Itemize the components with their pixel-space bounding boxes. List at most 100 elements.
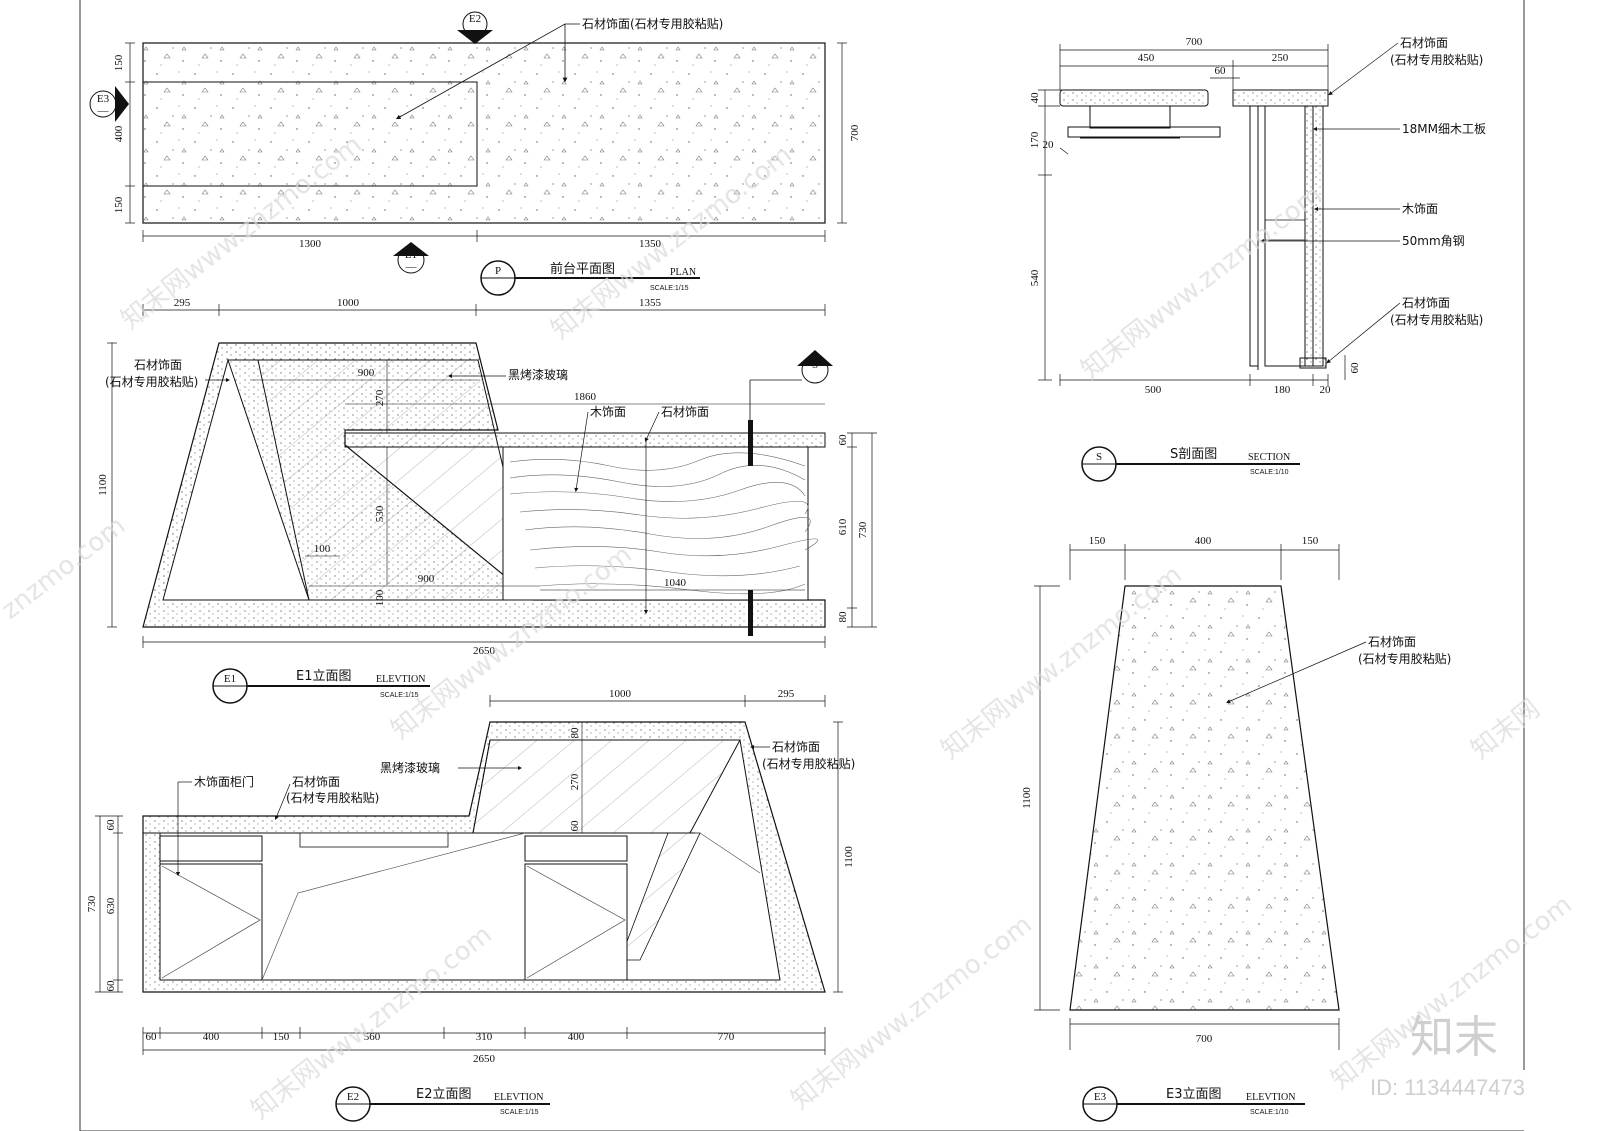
svg-text:E1: E1 (224, 673, 236, 685)
svg-text:S: S (812, 359, 818, 371)
svg-text:木饰面柜门: 木饰面柜门 (194, 774, 254, 789)
cabinet-door-left (159, 863, 263, 981)
svg-text:150: 150 (113, 54, 125, 71)
svg-text:1100: 1100 (1021, 787, 1033, 809)
svg-text:50mm角钢: 50mm角钢 (1402, 234, 1465, 248)
svg-text:PLAN: PLAN (670, 267, 696, 278)
svg-text:270: 270 (569, 773, 581, 790)
svg-text:E1立面图: E1立面图 (296, 669, 352, 684)
svg-text:100: 100 (374, 589, 386, 606)
svg-text:1000: 1000 (337, 297, 360, 309)
svg-text:610: 610 (837, 518, 849, 535)
svg-text:18MM细木工板: 18MM细木工板 (1402, 122, 1486, 136)
svg-text:SCALE:1/10: SCALE:1/10 (1250, 469, 1289, 476)
svg-text:450: 450 (1138, 52, 1155, 64)
svg-text:60: 60 (105, 819, 117, 831)
svg-text:知末: 知末 (1410, 1012, 1498, 1063)
svg-text:150: 150 (113, 196, 125, 213)
plan-view: E2 — E3 — E1 — 石材饰面(石材专用胶粘贴) 1300 1350 (89, 11, 861, 296)
svg-text:80: 80 (569, 727, 581, 739)
svg-text:石材饰面: 石材饰面 (661, 405, 709, 419)
e3-title-block: E3 E3立面图 ELEVTION SCALE:1/10 (1082, 1086, 1305, 1122)
svg-text:ID: 1134447473: ID: 1134447473 (1370, 1075, 1525, 1100)
svg-text:60: 60 (1349, 362, 1361, 374)
svg-text:SCALE:1/15: SCALE:1/15 (380, 692, 419, 699)
svg-text:石材饰面: 石材饰面 (134, 358, 182, 372)
svg-text:770: 770 (718, 1031, 735, 1043)
plan-title-block: P 前台平面图 PLAN SCALE:1/15 (480, 260, 700, 296)
svg-text:270: 270 (374, 389, 386, 406)
view-marker-e2-plan: E2 — (457, 11, 493, 44)
section-marker-s: S (797, 350, 833, 384)
svg-text:SCALE:1/10: SCALE:1/10 (1250, 1109, 1289, 1116)
svg-text:(石材专用胶粘贴): (石材专用胶粘贴) (286, 790, 379, 805)
e3-elevation: 150 400 150 1100 700 石材饰面 (石材专用胶粘贴) E3 E… (1021, 535, 1451, 1122)
svg-text:—: — (405, 261, 418, 273)
svg-text:540: 540 (1029, 269, 1041, 286)
svg-text:知末网www.znzmo.com: 知末网www.znzmo.com (1076, 180, 1328, 386)
cabinet-door-right (524, 863, 628, 981)
svg-text:40: 40 (1029, 92, 1041, 104)
svg-text:60: 60 (569, 820, 581, 832)
svg-text:1100: 1100 (843, 846, 855, 868)
brand-logo: 知末 ID: 1134447473 (1370, 1012, 1525, 1100)
svg-text:2650: 2650 (473, 1053, 496, 1065)
svg-text:20: 20 (1320, 384, 1332, 396)
plan-callout: 石材饰面(石材专用胶粘贴) (582, 16, 723, 31)
svg-text:700: 700 (849, 124, 861, 141)
svg-text:250: 250 (1272, 52, 1289, 64)
svg-text:—: — (97, 105, 110, 117)
svg-text:730: 730 (86, 895, 98, 912)
svg-text:100: 100 (314, 543, 331, 555)
svg-text:400: 400 (1195, 535, 1212, 547)
svg-text:60: 60 (837, 434, 849, 446)
svg-text:知末网www.znzmo.com: 知末网www.znzmo.com (786, 910, 1038, 1116)
svg-text:1040: 1040 (664, 577, 687, 589)
svg-text:170: 170 (1029, 131, 1041, 148)
e2-elevation: 1000 295 80 270 60 60 400 150 560 310 40… (86, 688, 855, 1122)
svg-text:1300: 1300 (299, 238, 322, 250)
svg-text:400: 400 (568, 1031, 585, 1043)
svg-text:700: 700 (1196, 1033, 1213, 1045)
svg-text:530: 530 (374, 505, 386, 522)
svg-text:ELEVTION: ELEVTION (376, 674, 425, 685)
svg-text:E2: E2 (469, 13, 481, 25)
svg-text:150: 150 (273, 1031, 290, 1043)
svg-text:E2立面图: E2立面图 (416, 1087, 472, 1102)
svg-text:310: 310 (476, 1031, 493, 1043)
svg-text:150: 150 (1302, 535, 1319, 547)
svg-text:木饰面: 木饰面 (1402, 202, 1438, 216)
svg-text:知末网: 知末网 (1466, 694, 1546, 766)
svg-text:SCALE:1/15: SCALE:1/15 (650, 285, 689, 292)
svg-text:80: 80 (837, 611, 849, 623)
svg-text:1100: 1100 (97, 474, 109, 496)
svg-text:E3: E3 (97, 93, 110, 105)
svg-text:石材饰面: 石材饰面 (772, 740, 820, 754)
svg-text:(石材专用胶粘贴): (石材专用胶粘贴) (1390, 312, 1483, 327)
svg-text:700: 700 (1186, 36, 1203, 48)
svg-text:150: 150 (1089, 535, 1106, 547)
svg-text:黑烤漆玻璃: 黑烤漆玻璃 (508, 367, 568, 382)
svg-text:900: 900 (358, 367, 375, 379)
svg-text:1000: 1000 (609, 688, 632, 700)
svg-text:E2: E2 (347, 1091, 359, 1103)
e1-elevation: S 295 1000 1355 2650 1100 60 610 80 730 (97, 297, 877, 704)
svg-text:前台平面图: 前台平面图 (550, 261, 615, 277)
svg-text:黑烤漆玻璃: 黑烤漆玻璃 (380, 760, 440, 775)
svg-text:900: 900 (418, 573, 435, 585)
svg-text:560: 560 (364, 1031, 381, 1043)
svg-text:E3立面图: E3立面图 (1166, 1087, 1222, 1102)
view-marker-e1-plan: E1 — (393, 242, 429, 274)
svg-text:1355: 1355 (639, 297, 662, 309)
svg-text:60: 60 (105, 980, 117, 992)
svg-text:1860: 1860 (574, 391, 597, 403)
svg-text:400: 400 (113, 125, 125, 142)
svg-text:295: 295 (174, 297, 191, 309)
svg-text:S剖面图: S剖面图 (1170, 447, 1217, 462)
svg-text:20: 20 (1043, 139, 1055, 151)
svg-text:(石材专用胶粘贴): (石材专用胶粘贴) (105, 374, 198, 389)
svg-text:ELEVTION: ELEVTION (494, 1092, 543, 1103)
svg-text:60: 60 (1215, 65, 1227, 77)
svg-text:石材饰面: 石材饰面 (1368, 635, 1416, 649)
